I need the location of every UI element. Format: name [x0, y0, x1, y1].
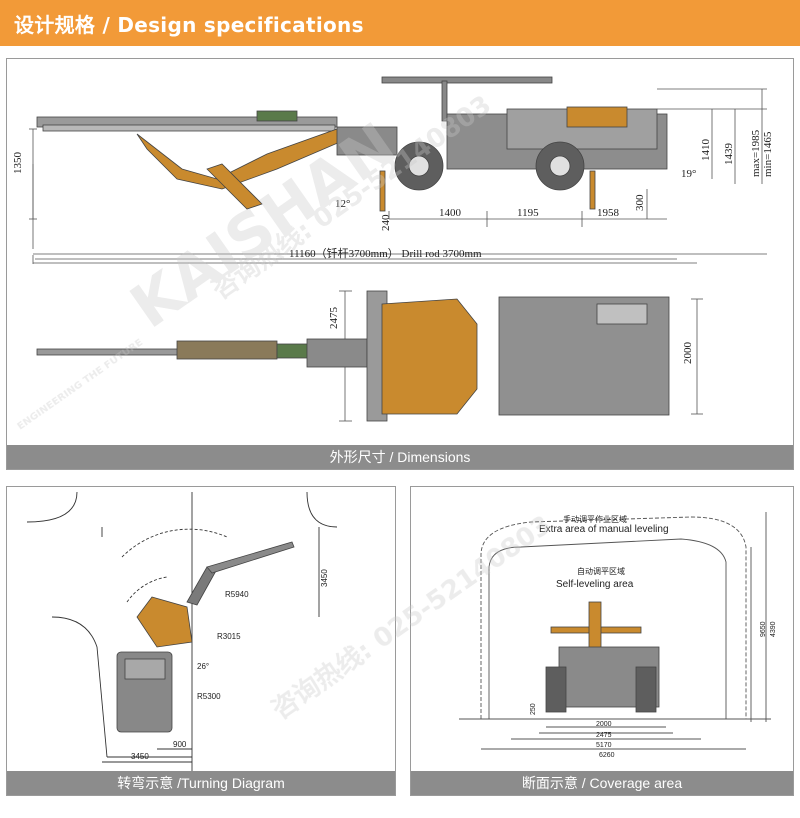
- cov-9650: 9650: [760, 621, 767, 637]
- cov-2000: 2000: [596, 721, 612, 728]
- dim-1410: 1410: [700, 139, 712, 162]
- dim-1195: 1195: [517, 207, 539, 219]
- coverage-panel: 手动调平作业区域 Extra area of manual leveling 自…: [410, 486, 794, 796]
- dimensions-caption: 外形尺寸 / Dimensions: [7, 445, 793, 469]
- turn-r5940: R5940: [225, 590, 249, 599]
- dim-240: 240: [380, 214, 392, 231]
- manual-area-cn: 手动调平作业区域: [563, 514, 627, 524]
- turn-r3015: R3015: [217, 632, 241, 641]
- cov-250: 250: [530, 703, 537, 715]
- self-area-en: Self-leveling area: [556, 579, 634, 590]
- coverage-drawing: 手动调平作业区域 Extra area of manual leveling 自…: [459, 512, 777, 759]
- cov-2475: 2475: [596, 732, 612, 739]
- coverage-caption: 断面示意 / Coverage area: [411, 771, 793, 795]
- cov-6260: 6260: [599, 752, 615, 759]
- cov-4390: 4390: [770, 621, 777, 637]
- dim-1400: 1400: [439, 207, 462, 219]
- machine-front-view: [545, 601, 660, 713]
- machine-top-view: [36, 290, 670, 422]
- turning-caption: 转弯示意 /Turning Diagram: [7, 771, 395, 795]
- dim-angle-12: 12°: [335, 198, 350, 210]
- dim-max: max=1985: [750, 129, 762, 177]
- dim-angle-19: 19°: [681, 168, 696, 180]
- turning-panel: R5940 R3015 26° R5300 3450 900 3450 转弯示意…: [6, 486, 396, 796]
- manual-area-en: Extra area of manual leveling: [539, 524, 669, 535]
- cov-5170: 5170: [596, 742, 612, 749]
- dim-1350: 1350: [12, 152, 24, 175]
- dim-300: 300: [634, 194, 646, 211]
- dimensions-panel: 1350 12° 240 1400 1195 1958 300 19° 1410…: [6, 58, 794, 470]
- machine-turning: [116, 541, 295, 733]
- turn-3450-right: 3450: [320, 569, 329, 587]
- dim-1439: 1439: [723, 143, 735, 166]
- dim-1958: 1958: [597, 207, 620, 219]
- dimensions-drawing: 1350 12° 240 1400 1195 1958 300 19° 1410…: [12, 76, 774, 422]
- turn-3450-bottom: 3450: [131, 752, 149, 761]
- page-header: 设计规格 / Design specifications: [0, 0, 800, 46]
- dim-2475: 2475: [328, 307, 340, 330]
- dim-2000: 2000: [682, 342, 694, 365]
- dim-total-length: 11160（钎杆3700mm） Drill rod 3700mm: [289, 246, 482, 260]
- turn-900: 900: [173, 740, 187, 749]
- turning-drawing: R5940 R3015 26° R5300 3450 900 3450: [26, 491, 338, 777]
- self-area-cn: 自动调平区域: [577, 566, 625, 576]
- machine-side-view: [36, 76, 668, 212]
- page-title: 设计规格 / Design specifications: [14, 13, 364, 37]
- turn-angle-26: 26°: [197, 662, 209, 671]
- dim-min: min=1465: [762, 131, 774, 177]
- turn-r5300: R5300: [197, 692, 221, 701]
